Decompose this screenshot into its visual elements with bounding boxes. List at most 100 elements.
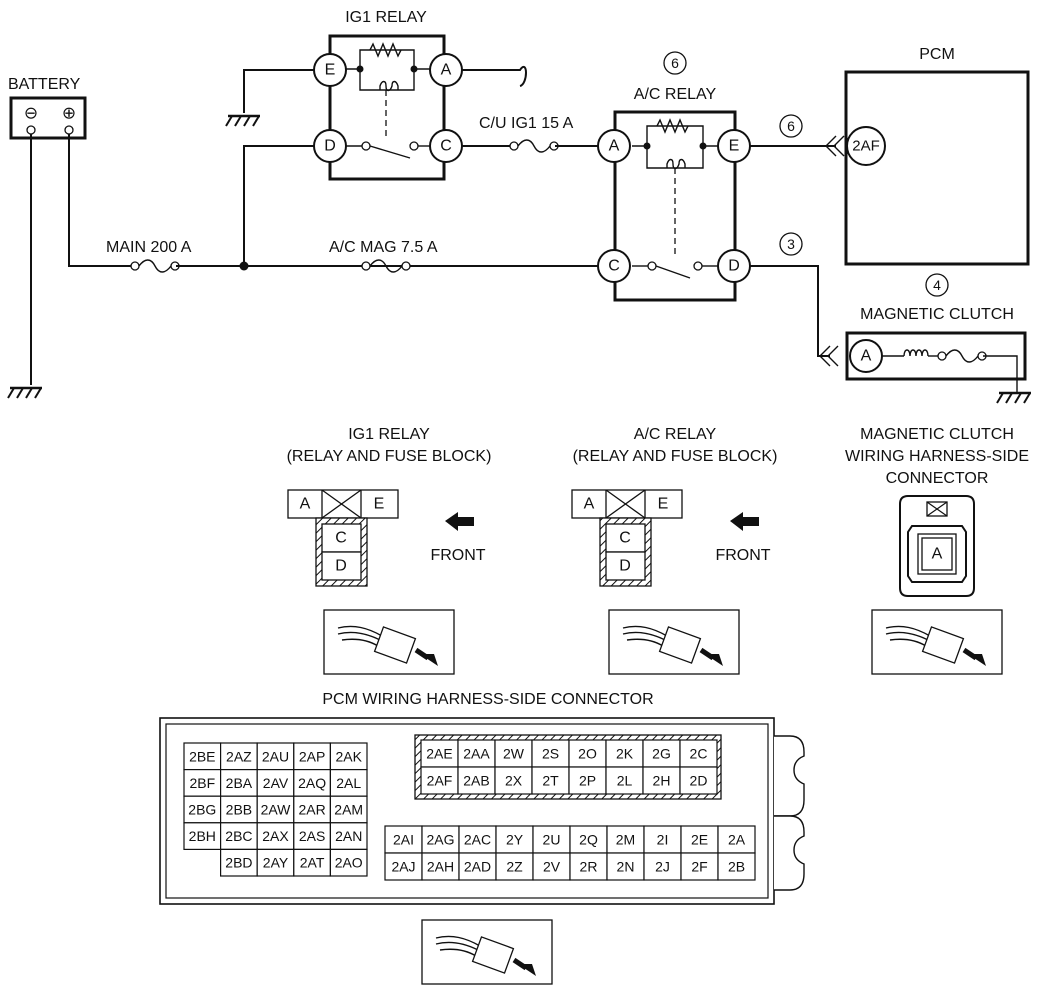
pcm-connector-title: PCM WIRING HARNESS-SIDE CONNECTOR bbox=[322, 691, 653, 708]
pcm-pin-cell bbox=[384, 825, 423, 854]
pcm-pin-label: 2AX bbox=[262, 828, 289, 844]
pcm-pin-label: 2X bbox=[505, 773, 523, 789]
ground-icon bbox=[224, 114, 262, 128]
pcm-pin-cell bbox=[329, 768, 368, 797]
pcm-pin-label: 2Z bbox=[506, 859, 523, 875]
pcm-pin-cell bbox=[717, 825, 756, 854]
pcm-pin-label: 2AU bbox=[262, 748, 289, 764]
mc-conn-a: A bbox=[932, 546, 943, 563]
ac-conn-c: C bbox=[619, 530, 631, 547]
ac-mag-fuse-label: A/C MAG 7.5 A bbox=[329, 239, 438, 256]
pcm-pin-label: 2BH bbox=[189, 828, 216, 844]
pcm-pin-cell bbox=[495, 825, 534, 854]
pcm-connector: PCM WIRING HARNESS-SIDE CONNECTOR 2BE 2AZ… bbox=[159, 691, 805, 984]
pcm-pin-label: 2AA bbox=[463, 746, 490, 762]
battery-minus-icon: ⊖ bbox=[24, 104, 38, 123]
pcm-pin-label: 2J bbox=[655, 859, 670, 875]
pcm-pin-label: 2AI bbox=[393, 832, 414, 848]
pcm-pin-cell bbox=[256, 795, 295, 824]
pcm-pin-label: 2N bbox=[617, 859, 635, 875]
pcm-pin-label: 2W bbox=[503, 746, 525, 762]
clutch-pin-a: A bbox=[861, 348, 872, 365]
pcm-pin-label: 2Q bbox=[579, 832, 598, 848]
ac-connector-view: A/C RELAY (RELAY AND FUSE BLOCK) A E C D… bbox=[571, 426, 778, 674]
ig1-front-label: FRONT bbox=[430, 547, 485, 564]
front-arrow-icon bbox=[730, 512, 759, 531]
pcm-pin-label: 2AZ bbox=[226, 748, 252, 764]
connector-photo-icon bbox=[422, 920, 552, 984]
pcm-pin-label: 2AS bbox=[299, 828, 325, 844]
pcm-pin-cell bbox=[532, 825, 571, 854]
pcm-pin-label: 2BA bbox=[226, 775, 253, 791]
pcm-pin-cell bbox=[606, 852, 645, 881]
battery: BATTERY ⊖ ⊕ bbox=[8, 76, 87, 140]
pcm-pin-cell bbox=[329, 848, 368, 877]
ground-icon bbox=[6, 386, 44, 400]
ac-pin-a: A bbox=[609, 138, 620, 155]
pcm-pin-label: 2AM bbox=[334, 802, 363, 818]
front-arrow-icon bbox=[445, 512, 474, 531]
pcm-pin-label: 2AG bbox=[426, 832, 454, 848]
mc-connector-title-line2: WIRING HARNESS-SIDE bbox=[845, 448, 1029, 465]
pcm-pin-label: 2S bbox=[542, 746, 559, 762]
ig1-conn-d: D bbox=[335, 558, 347, 575]
pcm-pin-cell bbox=[384, 852, 423, 881]
pcm-pin-label: 2AQ bbox=[298, 775, 326, 791]
pcm-pin-cell bbox=[642, 739, 681, 768]
battery-plus-icon: ⊕ bbox=[62, 104, 76, 123]
pcm-pin-label: 2AK bbox=[335, 748, 362, 764]
ig1-pin-e: E bbox=[325, 62, 336, 79]
connector-photo-icon bbox=[872, 610, 1002, 674]
pcm-pin-label: 2AV bbox=[263, 775, 289, 791]
ac-conn-e: E bbox=[658, 496, 669, 513]
ig1-connector-title-line1: IG1 RELAY bbox=[348, 426, 430, 443]
ig1-conn-a: A bbox=[300, 496, 311, 513]
pcm-pin-label: 2AD bbox=[464, 859, 491, 875]
pcm-pin-label: 2P bbox=[579, 773, 596, 789]
pcm-pin-label: 2AT bbox=[300, 855, 325, 871]
pcm-pin-label: 2F bbox=[691, 859, 707, 875]
connector-photo-icon bbox=[324, 610, 454, 674]
pcm-pin-cell bbox=[256, 822, 295, 850]
pcm-pin-label: 2BE bbox=[189, 748, 215, 764]
clutch-connector-view: MAGNETIC CLUTCH WIRING HARNESS-SIDE CONN… bbox=[845, 426, 1029, 674]
pcm-pin-label: 2AN bbox=[335, 828, 362, 844]
main-fuse-icon bbox=[130, 259, 180, 273]
magnetic-clutch-marker: 4 bbox=[933, 277, 941, 293]
pcm-pin-label: 2AB bbox=[463, 773, 489, 789]
pcm-pin-cell bbox=[569, 852, 608, 881]
pcm-pin-cell bbox=[495, 852, 534, 881]
pcm-pin-cell bbox=[256, 848, 295, 877]
mc-connector-title-line1: MAGNETIC CLUTCH bbox=[860, 426, 1014, 443]
pcm-pin-label: 2AP bbox=[299, 748, 325, 764]
ac-pin-d: D bbox=[728, 258, 740, 275]
pcm: PCM 2AF bbox=[844, 46, 1030, 266]
pcm-pin-label: 2D bbox=[690, 773, 708, 789]
pcm-pin-label: 2T bbox=[542, 773, 559, 789]
pcm-pin-cell bbox=[679, 766, 718, 795]
pcm-pin-label: 2O bbox=[578, 746, 597, 762]
ig1-conn-e: E bbox=[374, 496, 385, 513]
clutch-wire-marker: 3 bbox=[787, 236, 795, 252]
pcm-pin-label: 2G bbox=[652, 746, 671, 762]
ac-connector-title-line2: (RELAY AND FUSE BLOCK) bbox=[573, 448, 778, 465]
pcm-pin-cell bbox=[717, 852, 756, 881]
pcm-pin-cell bbox=[458, 852, 497, 881]
pcm-pin-label: 2AO bbox=[335, 855, 363, 871]
pcm-pin-cell bbox=[220, 822, 258, 850]
pcm-pin-2af: 2AF bbox=[852, 138, 880, 155]
pcm-pin-label: 2I bbox=[657, 832, 669, 848]
pcm-pin-cell bbox=[329, 795, 368, 824]
pcm-pin-cell bbox=[293, 742, 331, 771]
ac-conn-a: A bbox=[584, 496, 595, 513]
pcm-pin-cell bbox=[569, 825, 608, 854]
pcm-pin-label: 2M bbox=[616, 832, 635, 848]
pcm-pin-cell bbox=[421, 852, 460, 881]
ac-relay-marker: 6 bbox=[671, 55, 679, 71]
pcm-pin-label: 2AY bbox=[263, 855, 289, 871]
pcm-pin-cell bbox=[293, 848, 331, 877]
ac-relay: 6 A/C RELAY A E C D bbox=[597, 51, 751, 302]
pcm-pin-label: 2E bbox=[691, 832, 708, 848]
ig1-pin-c: C bbox=[440, 138, 452, 155]
